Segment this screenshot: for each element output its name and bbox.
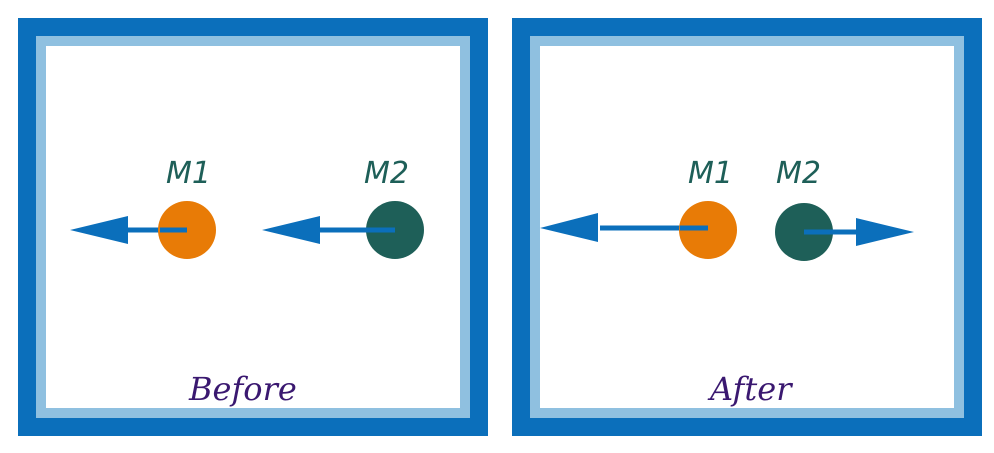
- after-m1-label: M1: [688, 156, 733, 191]
- before-panel: M1 M2 Before: [18, 18, 488, 436]
- after-diagram: M1 M2 After: [540, 156, 914, 408]
- after-m2-velocity-arrow: [804, 218, 914, 246]
- after-panel: M1 M2 After: [512, 18, 982, 436]
- after-caption: After: [707, 370, 793, 408]
- after-m2-label: M2: [776, 156, 821, 191]
- before-m1-label: M1: [166, 156, 211, 191]
- before-caption: Before: [188, 370, 297, 408]
- before-diagram: M1 M2 Before: [70, 156, 424, 408]
- before-m2-label: M2: [364, 156, 409, 191]
